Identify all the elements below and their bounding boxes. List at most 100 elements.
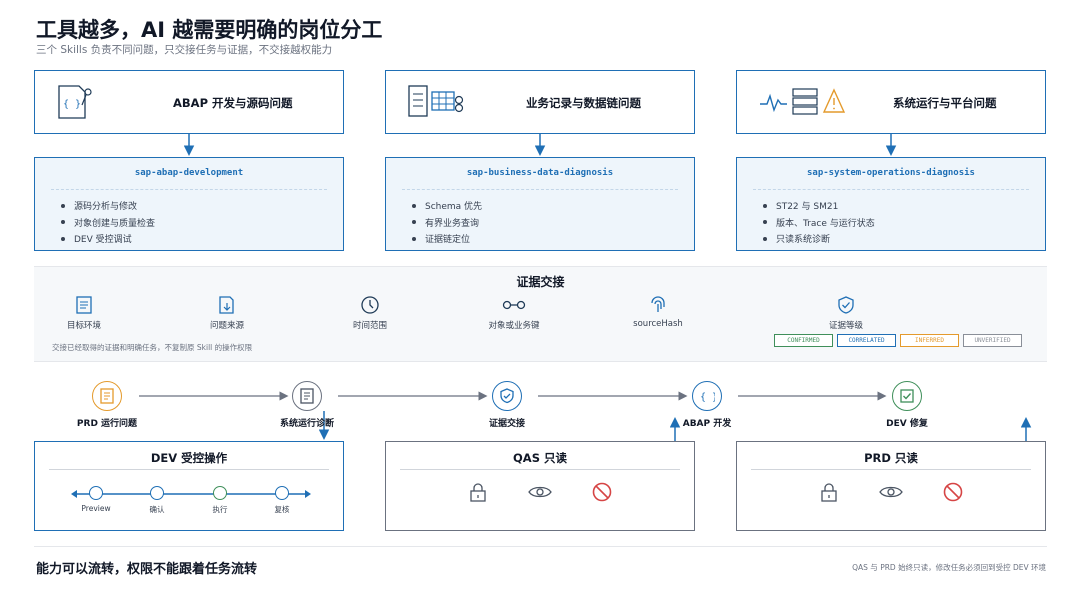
evidence-label: 时间范围 xyxy=(352,321,387,331)
env-title: QAS 只读 xyxy=(513,451,567,465)
flow-node-dev-fix xyxy=(892,381,922,411)
list-item: ST22 与 SM21 xyxy=(763,199,875,216)
list-item: DEV 受控调试 xyxy=(61,232,155,249)
env-box-prd: PRD 只读 xyxy=(736,441,1046,531)
step-dot xyxy=(89,486,103,500)
flow-node-evidence-handoff xyxy=(492,381,522,411)
skill-name: sap-abap-development xyxy=(134,168,244,178)
lock-icon xyxy=(467,481,489,507)
svg-text:{ }: { } xyxy=(700,392,715,403)
flow-label: 系统运行诊断 xyxy=(279,419,334,429)
dev-step-review: 复核 xyxy=(252,486,312,515)
divider xyxy=(51,189,327,190)
list-item: 证据链定位 xyxy=(412,232,482,249)
env-title: DEV 受控操作 xyxy=(150,451,228,465)
flow-label: PRD 运行问题 xyxy=(76,419,138,429)
footer-title: 能力可以流转，权限不能跟着任务流转 xyxy=(36,562,258,577)
clock-icon xyxy=(315,295,425,315)
divider xyxy=(402,189,678,190)
step-dot xyxy=(275,486,289,500)
evidence-item-level: 证据等级 xyxy=(791,295,901,331)
skill-capabilities: ST22 与 SM21 版本、Trace 与运行状态 只读系统诊断 xyxy=(763,199,875,249)
evidence-item-object-key: 对象或业务键 xyxy=(459,295,569,331)
step-dot xyxy=(150,486,164,500)
shield-check-icon xyxy=(791,295,901,315)
list-item: 只读系统诊断 xyxy=(763,232,875,249)
flow-node-abap-dev: { } xyxy=(692,381,722,411)
skill-card-abap: sap-abap-development 源码分析与修改 对象创建与质量检查 D… xyxy=(34,157,344,251)
list-item: 源码分析与修改 xyxy=(61,199,155,216)
step-label: 执行 xyxy=(212,505,228,514)
list-item: 对象创建与质量检查 xyxy=(61,216,155,233)
key-link-icon xyxy=(459,295,569,315)
evidence-label: 对象或业务键 xyxy=(488,321,540,331)
domain-box-abap: { } ABAP 开发与源码问题 xyxy=(34,70,344,134)
badge-correlated: CORRELATED xyxy=(837,334,896,347)
lock-icon xyxy=(818,481,840,507)
evidence-title: 证据交接 xyxy=(516,275,565,289)
divider xyxy=(753,189,1029,190)
monitor-icon xyxy=(759,87,847,121)
code-icon: { } xyxy=(55,83,95,125)
footer-note: QAS 与 PRD 始终只读，修改任务必须回到受控 DEV 环境 xyxy=(852,563,1046,572)
skill-capabilities: 源码分析与修改 对象创建与质量检查 DEV 受控调试 xyxy=(61,199,155,249)
skill-card-business-data: sap-business-data-diagnosis Schema 优先 有界… xyxy=(385,157,695,251)
data-table-icon xyxy=(408,85,466,123)
skill-name: sap-business-data-diagnosis xyxy=(466,168,614,178)
evidence-note: 交接已经取得的证据和明确任务，不复制原 Skill 的操作权限 xyxy=(52,343,253,352)
step-label: 确认 xyxy=(149,505,165,514)
domain-label: 系统运行与平台问题 xyxy=(893,96,997,110)
evidence-handoff-panel: 证据交接 目标环境 问题来源 时间范围 对象或业务键 sourceHash 证据 xyxy=(34,266,1047,362)
env-title: PRD 只读 xyxy=(864,451,918,465)
skill-card-system-ops: sap-system-operations-diagnosis ST22 与 S… xyxy=(736,157,1046,251)
env-restrictions xyxy=(386,481,694,507)
flow-node-prd-issue xyxy=(92,381,122,411)
badge-confirmed: CONFIRMED xyxy=(774,334,833,347)
divider xyxy=(751,469,1031,470)
dev-step-track xyxy=(71,490,311,498)
svg-text:{ }: { } xyxy=(63,99,81,110)
domain-box-system-ops: 系统运行与平台问题 xyxy=(736,70,1046,134)
domain-label: ABAP 开发与源码问题 xyxy=(173,96,293,110)
badge-unverified: UNVERIFIED xyxy=(963,334,1022,347)
evidence-item-time-range: 时间范围 xyxy=(315,295,425,331)
step-label: 复核 xyxy=(274,505,290,514)
list-item: 版本、Trace 与运行状态 xyxy=(763,216,875,233)
dev-step-preview: Preview xyxy=(66,486,126,513)
evidence-label: 目标环境 xyxy=(66,321,101,331)
evidence-item-source: 问题来源 xyxy=(172,295,282,331)
badge-inferred: INFERRED xyxy=(900,334,959,347)
file-arrow-icon xyxy=(172,295,282,315)
list-item: Schema 优先 xyxy=(412,199,482,216)
domain-box-business-data: 业务记录与数据链问题 xyxy=(385,70,695,134)
prohibited-icon xyxy=(942,481,964,507)
dev-step-confirm: 确认 xyxy=(127,486,187,515)
evidence-label: sourceHash xyxy=(633,319,683,329)
domain-label: 业务记录与数据链问题 xyxy=(526,96,641,110)
evidence-label: 问题来源 xyxy=(209,321,244,331)
env-box-qas: QAS 只读 xyxy=(385,441,695,531)
flow-label: ABAP 开发 xyxy=(682,419,732,429)
evidence-label: 证据等级 xyxy=(828,321,863,331)
page-title: 工具越多，AI 越需要明确的岗位分工 xyxy=(36,18,383,42)
flow-label: DEV 修复 xyxy=(886,419,928,429)
dev-step-execute: 执行 xyxy=(190,486,250,515)
skill-capabilities: Schema 优先 有界业务查询 证据链定位 xyxy=(412,199,482,249)
env-box-dev: DEV 受控操作 Preview 确认 执行 复核 xyxy=(34,441,344,531)
evidence-item-source-hash: sourceHash xyxy=(603,295,713,329)
skill-name: sap-system-operations-diagnosis xyxy=(807,168,975,178)
fingerprint-icon xyxy=(603,295,713,315)
divider xyxy=(400,469,680,470)
divider xyxy=(49,469,329,470)
eye-icon xyxy=(527,481,553,507)
divider xyxy=(34,546,1047,547)
step-dot xyxy=(213,486,227,500)
evidence-level-badges: CONFIRMED CORRELATED INFERRED UNVERIFIED xyxy=(774,334,1022,347)
eye-icon xyxy=(878,481,904,507)
document-icon xyxy=(29,295,139,315)
evidence-item-target-env: 目标环境 xyxy=(29,295,139,331)
page-subtitle: 三个 Skills 负责不同问题，只交接任务与证据，不交接越权能力 xyxy=(36,44,333,56)
step-label: Preview xyxy=(81,504,111,513)
list-item: 有界业务查询 xyxy=(412,216,482,233)
